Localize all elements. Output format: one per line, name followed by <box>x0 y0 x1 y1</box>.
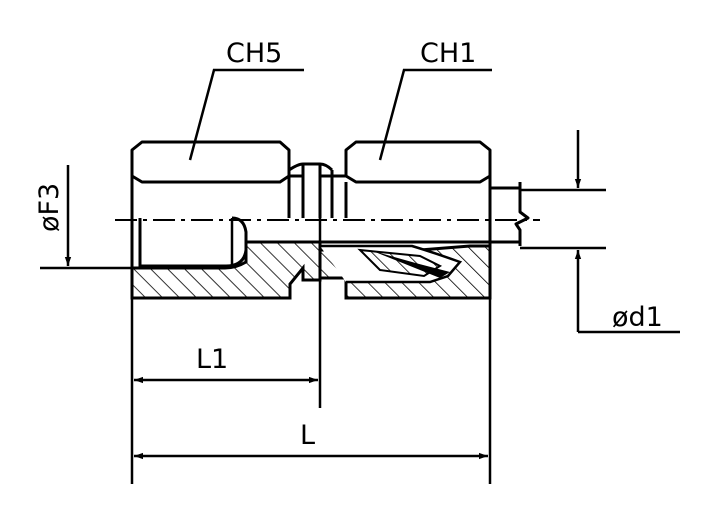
neck <box>288 162 334 172</box>
fitting-body <box>130 140 530 298</box>
section-view <box>130 216 520 408</box>
label-f3: øF3 <box>34 183 65 232</box>
label-d1: ød1 <box>612 302 663 333</box>
label-ch5: CH5 <box>226 38 282 69</box>
dim-l1 <box>130 298 318 484</box>
section-left <box>130 240 322 300</box>
dim-l <box>134 298 492 484</box>
bore <box>138 216 248 268</box>
label-ch1: CH1 <box>420 38 476 69</box>
dim-f3 <box>40 165 132 270</box>
label-l: L <box>300 420 315 451</box>
hex-ch5 <box>130 140 291 184</box>
ch-leaders <box>188 68 492 161</box>
label-l1: L1 <box>196 344 228 375</box>
hex-ch1 <box>332 140 492 184</box>
dim-d1 <box>520 130 680 334</box>
